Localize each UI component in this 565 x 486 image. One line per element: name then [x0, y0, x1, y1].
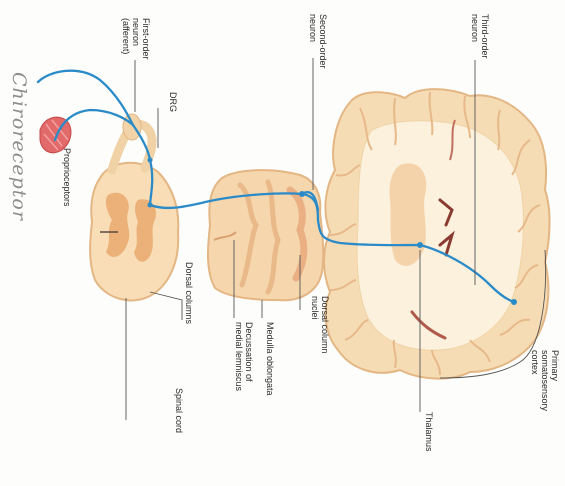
label-decussation-line2: medial lemniscus: [234, 322, 244, 391]
synapse-dorsal-column-nuclei: [299, 191, 305, 197]
label-medulla-text: Medulla oblongata: [265, 322, 275, 396]
label-first-order-neuron: First-order neuron (afferent): [121, 18, 151, 60]
handwritten-text: Chiroreceptor: [8, 72, 30, 221]
label-dorsal-columns-text: Dorsal columns: [184, 262, 194, 324]
label-proprioceptors: Proprioceptors: [62, 148, 72, 207]
label-primary-cortex-line1: Primary: [550, 350, 560, 411]
label-proprioceptors-text: Proprioceptors: [62, 148, 72, 207]
label-first-order-line2: neuron: [131, 18, 141, 60]
label-drg: DRG: [168, 92, 178, 112]
label-dorsal-column-nuclei: Dorsal column nuclei: [310, 296, 330, 354]
label-medulla-oblongata: Medulla oblongata: [265, 322, 275, 396]
label-dorsal-columns: Dorsal columns: [184, 262, 194, 324]
label-decussation: Decussation of medial lemniscus: [234, 322, 254, 391]
medulla-section: [208, 170, 323, 300]
synapse-cortex: [511, 299, 517, 305]
label-first-order-line1: First-order: [141, 18, 151, 60]
synapse-drg: [148, 158, 153, 163]
label-spinal-cord-text: Spinal cord: [174, 388, 184, 433]
label-primary-cortex-line2: somatosensory: [540, 350, 550, 411]
label-primary-cortex-line3: cortex: [530, 350, 540, 411]
label-drg-text: DRG: [168, 92, 178, 112]
label-second-order-line2: neuron: [308, 14, 318, 69]
label-thalamus: Thalamus: [424, 412, 434, 452]
label-primary-cortex: Primary somatosensory cortex: [530, 350, 560, 411]
label-dorsal-column-nuclei-line2: nuclei: [310, 296, 320, 354]
label-second-order-line1: Second-order: [318, 14, 328, 69]
label-second-order-neuron: Second-order neuron: [308, 14, 328, 69]
label-dorsal-column-nuclei-line1: Dorsal column: [320, 296, 330, 354]
synapse-thalamus: [417, 242, 423, 248]
synapse-spinal: [148, 203, 153, 208]
spinal-cord-section: [90, 163, 178, 301]
label-third-order-line1: Third-order: [480, 14, 490, 59]
label-first-order-line3: (afferent): [121, 18, 131, 60]
leader-dorsal-columns: [150, 292, 182, 320]
label-thalamus-text: Thalamus: [424, 412, 434, 452]
label-spinal-cord: Spinal cord: [174, 388, 184, 433]
handwritten-annotation: Chiroreceptor: [8, 72, 30, 221]
label-decussation-line1: Decussation of: [244, 322, 254, 391]
label-third-order-line2: neuron: [470, 14, 480, 59]
label-third-order-neuron: Third-order neuron: [470, 14, 490, 59]
brain-section: [324, 89, 550, 378]
